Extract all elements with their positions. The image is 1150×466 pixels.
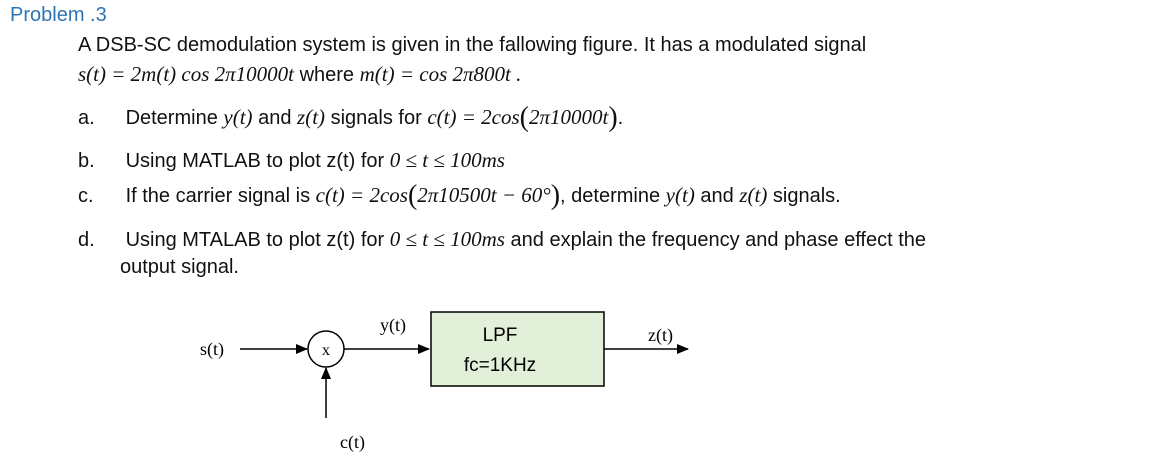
item-text: Using MTALAB to plot z(t) for — [125, 229, 385, 251]
item-text: , determine — [560, 185, 661, 207]
math-z: z(t) — [739, 183, 768, 207]
mixer-symbol: x — [322, 342, 330, 359]
item-d-continued: output signal. — [120, 256, 239, 278]
math-z: z(t) — [297, 105, 326, 129]
item-text: and — [258, 107, 292, 129]
mixer-output-label: y(t) — [380, 315, 406, 336]
intro-line-1: A DSB-SC demodulation system is given in… — [78, 34, 867, 56]
item-a: a. Determine y(t) and z(t) signals for c… — [78, 102, 624, 133]
math-range: 0 ≤ t ≤ 100ms — [389, 227, 505, 251]
item-text: Using MATLAB to plot z(t) for — [125, 150, 385, 172]
output-label: z(t) — [648, 325, 673, 346]
carrier-label: c(t) — [340, 432, 365, 453]
input-label: s(t) — [200, 339, 224, 360]
math-carrier: c(t) = 2cos — [427, 105, 520, 129]
paren-close: ) — [550, 180, 561, 211]
lpf-title: LPF — [483, 325, 518, 346]
item-text: and — [700, 185, 734, 207]
paren-close: ) — [608, 102, 618, 133]
item-b: b. Using MATLAB to plot z(t) for 0 ≤ t ≤… — [78, 148, 505, 173]
lpf-cutoff: fc=1KHz — [464, 355, 536, 376]
math-arg: 2π10500t − 60° — [417, 183, 551, 207]
math-y: y(t) — [223, 105, 253, 129]
item-text: Determine — [125, 107, 218, 129]
item-marker: b. — [78, 150, 95, 172]
math-carrier: c(t) = 2cos — [315, 183, 408, 207]
item-d: d. Using MTALAB to plot z(t) for 0 ≤ t ≤… — [78, 227, 926, 252]
item-text: If the carrier signal is — [125, 185, 311, 207]
item-text: . — [617, 107, 624, 129]
item-marker: a. — [78, 107, 95, 129]
where-text: where — [299, 64, 355, 86]
lpf-block — [430, 311, 605, 387]
paren-open: ( — [407, 180, 418, 211]
problem-title: Problem .3 — [10, 4, 107, 26]
math-y: y(t) — [665, 183, 695, 207]
math-range: 0 ≤ t ≤ 100ms — [389, 148, 505, 172]
item-text: signals. — [772, 185, 841, 207]
item-marker: d. — [78, 229, 95, 251]
signal-expression: s(t) = 2m(t) cos 2π10000t — [78, 62, 294, 86]
message-expression: m(t) = cos 2π800t . — [359, 62, 522, 86]
math-arg: 2π10000t — [528, 105, 609, 129]
intro-line-2: s(t) = 2m(t) cos 2π10000t where m(t) = c… — [78, 62, 521, 87]
item-c: c. If the carrier signal is c(t) = 2cos(… — [78, 180, 841, 211]
item-text: signals for — [330, 107, 422, 129]
item-marker: c. — [78, 185, 94, 207]
item-text: and explain the frequency and phase effe… — [510, 229, 927, 251]
paren-open: ( — [519, 102, 529, 133]
